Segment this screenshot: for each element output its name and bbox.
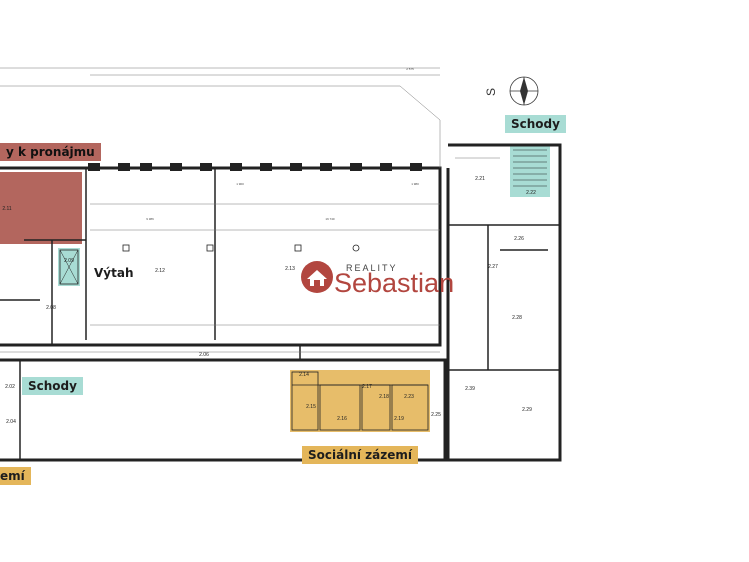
room-label: 2.09: [64, 258, 74, 264]
dimension-text: 2 575: [406, 67, 414, 71]
dimension-lines: [0, 67, 500, 353]
rent-zone: [0, 172, 82, 244]
dimension-text: 1 900: [236, 182, 244, 186]
stairs-right-zone: [510, 145, 550, 197]
label-stairs-right: Schody: [505, 115, 566, 133]
room-label: 2.22: [526, 190, 536, 196]
room-label: 2.39: [465, 386, 475, 392]
dimension-text: 9 386: [146, 217, 154, 221]
room-label: 2.04: [6, 419, 16, 425]
room-label: 2.23: [404, 394, 414, 400]
room-label: 2.16: [337, 416, 347, 422]
room-label: 2.19: [394, 416, 404, 422]
logo: [300, 260, 334, 299]
room-label: 2.15: [306, 404, 316, 410]
room-label: 2.28: [512, 315, 522, 321]
outer-walls: [0, 143, 562, 462]
room-label: 2.13: [285, 266, 295, 272]
room-label: 2.06: [199, 352, 209, 358]
inner-walls: [0, 168, 560, 460]
compass-letter: S: [484, 88, 498, 96]
compass-icon: [509, 76, 539, 106]
dimension-text: 16 740: [325, 217, 335, 221]
label-rent: y k pronájmu: [0, 143, 101, 161]
social-rooms: [291, 371, 429, 431]
room-label: 2.11: [2, 206, 12, 212]
room-label: 2.21: [475, 176, 485, 182]
columns: [122, 244, 360, 252]
logo-sebastian-text: Sebastian: [334, 268, 455, 298]
label-cut-left: emí: [0, 467, 31, 485]
label-stairs-left: Schody: [22, 377, 83, 395]
room-label: 2.18: [379, 394, 389, 400]
room-label: 2.14: [299, 372, 309, 378]
stairs-right-hatch: [513, 149, 547, 187]
room-label: 2.12: [155, 268, 165, 274]
room-label: 2.08: [46, 305, 56, 311]
room-label: 2.27: [488, 264, 498, 270]
label-lift: Výtah: [94, 266, 134, 280]
room-label: 2.17: [362, 384, 372, 390]
dimension-text: 1 980: [411, 182, 419, 186]
pillars: [88, 163, 422, 171]
lift-shaft: [59, 249, 79, 285]
room-label: 2.02: [5, 384, 15, 390]
house-logo-icon: [301, 261, 333, 293]
room-label: 2.26: [514, 236, 524, 242]
room-label: 2.25: [431, 412, 441, 418]
room-label: 2.29: [522, 407, 532, 413]
label-social: Sociální zázemí: [302, 446, 418, 464]
logo-reality-text: REALITY: [346, 263, 398, 273]
